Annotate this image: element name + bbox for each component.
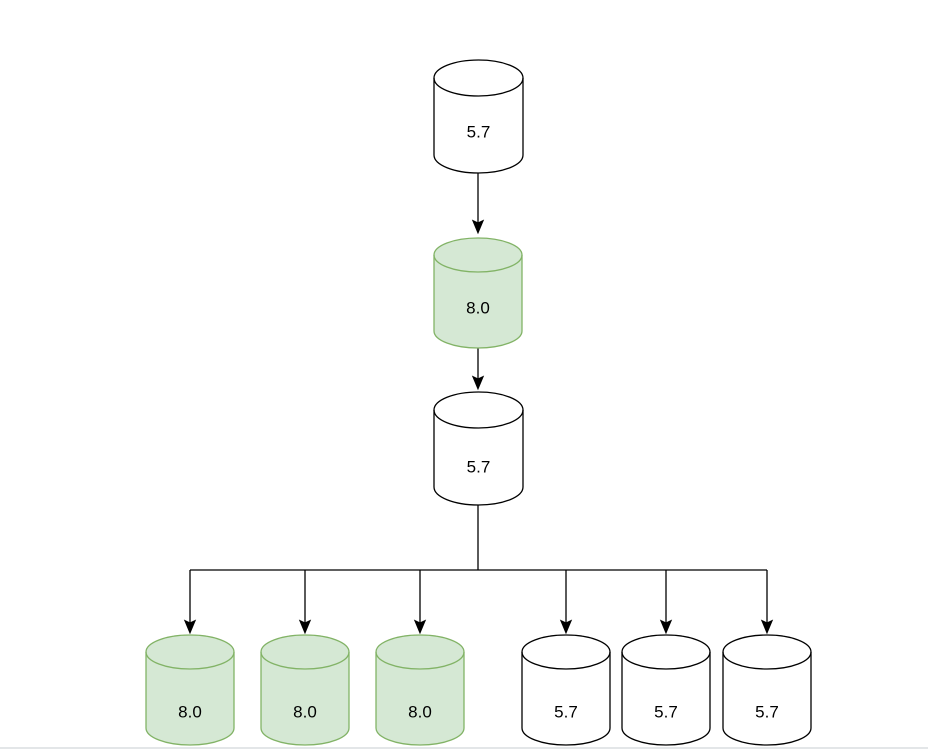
drop-arrow-3-arrowhead-icon bbox=[413, 619, 427, 635]
db-80-mid-body bbox=[433, 237, 523, 349]
db-57-mid-body bbox=[433, 391, 524, 506]
drop-arrow-1-arrowhead-icon bbox=[183, 619, 197, 635]
arrow-mid80-to-mid57 bbox=[471, 348, 485, 391]
drop-arrow-4 bbox=[559, 570, 573, 635]
db-57-bottom-2-body bbox=[621, 634, 711, 746]
db-80-bottom-3-version-label: 8.0 bbox=[408, 703, 432, 722]
db-80-bottom-3-body bbox=[375, 634, 465, 746]
db-57-bottom-1-rim bbox=[521, 651, 611, 670]
db-80-bottom-1-cylinder: 8.0 bbox=[145, 634, 235, 746]
db-57-bottom-2-rim bbox=[621, 651, 711, 670]
db-57-top-rim bbox=[433, 77, 524, 97]
db-57-bottom-1-body bbox=[521, 634, 611, 746]
drop-arrow-6 bbox=[760, 570, 774, 635]
db-80-bottom-2-cylinder: 8.0 bbox=[260, 634, 350, 746]
db-57-top-body bbox=[433, 59, 524, 174]
db-80-bottom-3-rim bbox=[375, 651, 465, 670]
db-57-bottom-1-version-label: 5.7 bbox=[554, 703, 578, 722]
db-80-mid-rim bbox=[433, 254, 523, 273]
drop-arrow-6-arrowhead-icon bbox=[760, 619, 774, 635]
db-80-bottom-2-rim bbox=[260, 651, 350, 670]
drop-arrow-3 bbox=[413, 570, 427, 635]
db-57-mid-cylinder: 5.7 bbox=[433, 391, 524, 506]
db-80-mid-version-label: 8.0 bbox=[466, 299, 490, 318]
db-57-top-cylinder: 5.7 bbox=[433, 59, 524, 174]
db-57-bottom-2-version-label: 5.7 bbox=[654, 703, 678, 722]
db-80-bottom-1-version-label: 8.0 bbox=[178, 703, 202, 722]
db-57-bottom-3-rim bbox=[722, 651, 812, 670]
drop-arrow-5-arrowhead-icon bbox=[659, 619, 673, 635]
drop-arrow-5 bbox=[659, 570, 673, 635]
db-80-bottom-2-body bbox=[260, 634, 350, 746]
db-80-bottom-1-rim bbox=[145, 651, 235, 670]
db-57-top-version-label: 5.7 bbox=[467, 123, 491, 142]
arrow-mid80-to-mid57-arrowhead-icon bbox=[471, 375, 485, 391]
drop-arrow-1 bbox=[183, 570, 197, 635]
db-57-mid-rim bbox=[433, 409, 524, 429]
db-80-bottom-3-cylinder: 8.0 bbox=[375, 634, 465, 746]
drop-arrow-2 bbox=[298, 570, 312, 635]
drop-arrow-2-arrowhead-icon bbox=[298, 619, 312, 635]
drop-arrow-4-arrowhead-icon bbox=[559, 619, 573, 635]
db-80-bottom-2-version-label: 8.0 bbox=[293, 703, 317, 722]
arrow-top-to-mid80-arrowhead-icon bbox=[471, 219, 485, 235]
db-80-mid-cylinder: 8.0 bbox=[433, 237, 523, 349]
db-57-mid-version-label: 5.7 bbox=[467, 458, 491, 477]
db-57-bottom-2-cylinder: 5.7 bbox=[621, 634, 711, 746]
db-80-bottom-1-body bbox=[145, 634, 235, 746]
db-57-bottom-3-body bbox=[722, 634, 812, 746]
db-57-bottom-3-version-label: 5.7 bbox=[755, 703, 779, 722]
arrow-top-to-mid80 bbox=[471, 173, 485, 235]
db-57-bottom-1-cylinder: 5.7 bbox=[521, 634, 611, 746]
db-57-bottom-3-cylinder: 5.7 bbox=[722, 634, 812, 746]
